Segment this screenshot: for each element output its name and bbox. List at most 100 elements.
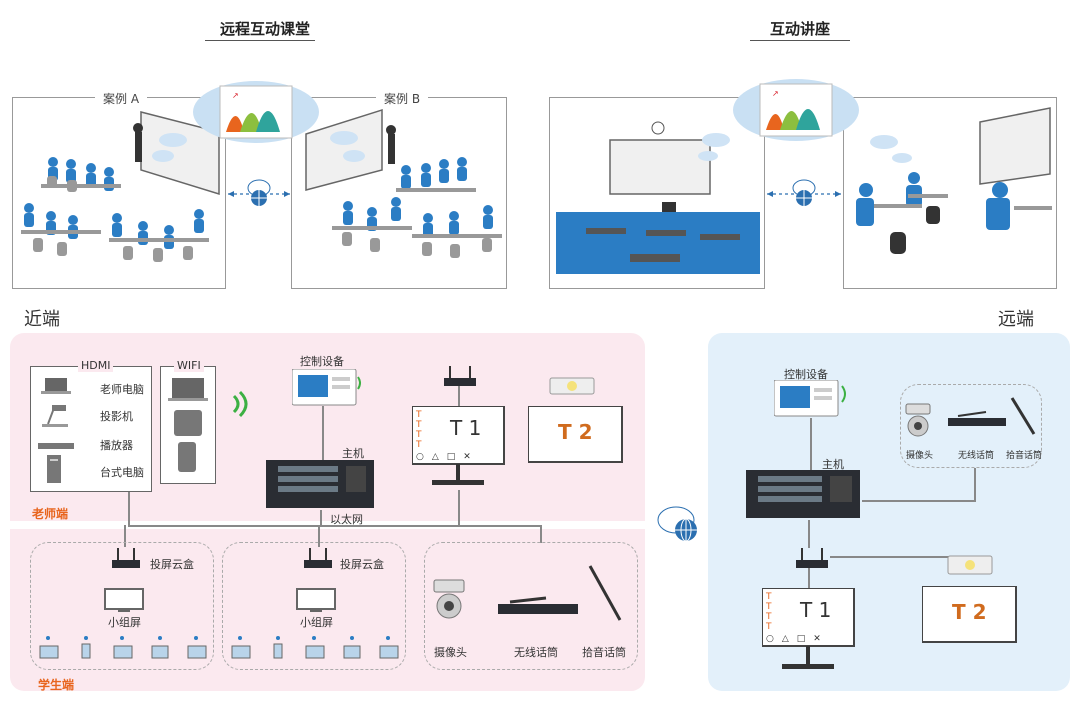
cloud-link-left bbox=[226, 176, 292, 212]
near-line-peripherals bbox=[540, 525, 542, 543]
far-t1-circle-icon: ○ bbox=[766, 634, 774, 644]
near-camera-label: 摄像头 bbox=[434, 646, 467, 659]
near-host-device bbox=[266, 460, 376, 514]
near-control-panel bbox=[291, 368, 364, 411]
left-title: 远程互动课堂 bbox=[219, 20, 310, 38]
far-pickup-mic-icon bbox=[1008, 394, 1038, 442]
hdmi-label: HDMI bbox=[78, 359, 114, 372]
right-title: 互动讲座 bbox=[769, 20, 830, 38]
cloud-link-right bbox=[765, 176, 843, 212]
near-line-control bbox=[322, 406, 324, 460]
far-host-label: 主机 bbox=[822, 458, 844, 471]
t1-tab-1: T bbox=[416, 410, 422, 420]
near-pickup-mic-icon bbox=[586, 562, 626, 630]
near-wireless-mic-icon bbox=[496, 594, 582, 622]
far-line-host-router bbox=[808, 520, 810, 548]
classroom-b-illustration bbox=[305, 108, 502, 258]
case-b-room bbox=[291, 97, 507, 289]
document-camera-icon bbox=[40, 402, 72, 432]
ethernet-label: 以太网 bbox=[330, 513, 363, 526]
near-control-label: 控制设备 bbox=[300, 355, 344, 368]
far-t1-tab-3: T bbox=[766, 612, 772, 622]
lecture-near-room bbox=[549, 97, 765, 289]
far-t1-text: T 1 bbox=[800, 598, 832, 622]
student-group-2 bbox=[222, 542, 406, 670]
group2-box-label: 投屏云盒 bbox=[340, 558, 384, 571]
desktop-pc-icon bbox=[44, 454, 66, 490]
far-t1-triangle-icon: △ bbox=[781, 634, 789, 644]
far-line-host-peripherals bbox=[862, 500, 976, 502]
far-control-panel bbox=[773, 379, 852, 422]
case-a-room bbox=[12, 97, 226, 289]
device-player: 播放器 bbox=[100, 439, 133, 452]
far-t1-screen: T T T T T 1 ○ △ □ ✕ bbox=[762, 588, 856, 672]
wifi-label: WIFI bbox=[174, 359, 204, 372]
t1-square-icon: □ bbox=[446, 452, 456, 462]
near-wireless-mic-label: 无线话筒 bbox=[514, 646, 558, 659]
device-teacher-pc: 老师电脑 bbox=[100, 383, 144, 396]
near-end-label: 近端 bbox=[24, 309, 60, 330]
far-t1-tab-2: T bbox=[766, 602, 772, 612]
far-end-label: 远端 bbox=[998, 309, 1034, 330]
near-line-group2 bbox=[318, 525, 320, 547]
student-group-1 bbox=[30, 542, 214, 670]
near-projector-icon bbox=[548, 374, 596, 402]
near-t1-text: T 1 bbox=[450, 416, 482, 440]
device-desktop-pc: 台式电脑 bbox=[100, 466, 144, 479]
near-camera-icon bbox=[432, 578, 468, 626]
far-pickup-mic-label: 拾音话筒 bbox=[1006, 451, 1043, 461]
group1-screen-label: 小组屏 bbox=[108, 616, 141, 629]
group1-student-devices bbox=[38, 634, 208, 668]
far-t2-text: T 2 bbox=[952, 600, 987, 624]
remote-students-illustration bbox=[856, 107, 1052, 254]
far-camera-label: 摄像头 bbox=[906, 451, 934, 461]
chart-bubble-right: ↗ bbox=[732, 78, 860, 142]
near-host-label: 主机 bbox=[342, 447, 364, 460]
group2-student-devices bbox=[230, 634, 400, 668]
near-t1-screen: T T T T T 1 ○ △ □ ✕ bbox=[412, 406, 506, 488]
far-t2-screen: T 2 bbox=[922, 586, 1018, 644]
near-t2-screen: T 2 bbox=[528, 406, 624, 464]
far-t1-tab-1: T bbox=[766, 592, 772, 602]
t1-tab-3: T bbox=[416, 430, 422, 440]
far-host-device bbox=[746, 470, 862, 524]
player-icon bbox=[38, 436, 76, 455]
internet-cloud-icon bbox=[654, 500, 704, 550]
right-title-underline bbox=[750, 40, 850, 41]
laptop-icon bbox=[40, 376, 72, 400]
far-control-label: 控制设备 bbox=[784, 368, 828, 381]
group2-screen-label: 小组屏 bbox=[300, 616, 333, 629]
device-projector: 投影机 bbox=[100, 410, 133, 423]
far-t1-tab-4: T bbox=[766, 622, 772, 632]
near-peripherals-group bbox=[424, 542, 638, 670]
far-t1-square-icon: □ bbox=[796, 634, 806, 644]
t1-tab-4: T bbox=[416, 440, 422, 450]
near-pickup-mic-label: 拾音话筒 bbox=[582, 646, 626, 659]
near-router-icon bbox=[440, 364, 480, 394]
group2-router-icon bbox=[300, 546, 336, 574]
case-b-label: 案例 B bbox=[376, 90, 429, 107]
teacher-zone-label: 老师端 bbox=[32, 507, 69, 521]
near-line-bus bbox=[128, 525, 541, 527]
near-line-group1 bbox=[124, 525, 126, 547]
far-peripherals-group bbox=[900, 384, 1042, 468]
far-wireless-mic-label: 无线话筒 bbox=[958, 451, 995, 461]
tablet-laptop-icon bbox=[166, 376, 210, 480]
case-a-label: 案例 A bbox=[95, 90, 148, 107]
far-wireless-mic-icon bbox=[946, 410, 1008, 432]
group1-box-label: 投屏云盒 bbox=[150, 558, 194, 571]
far-line-peripherals-drop bbox=[974, 468, 976, 502]
chart-bubble-left: ↗ bbox=[192, 80, 320, 144]
far-router-icon bbox=[792, 546, 832, 576]
t1-tab-2: T bbox=[416, 420, 422, 430]
near-line-devices bbox=[128, 492, 130, 526]
t1-triangle-icon: △ bbox=[431, 452, 439, 462]
group1-screen-icon bbox=[104, 588, 146, 618]
left-title-underline bbox=[205, 40, 315, 41]
svg-text:↗: ↗ bbox=[772, 89, 779, 98]
near-line-router bbox=[458, 386, 460, 406]
group2-screen-icon bbox=[296, 588, 338, 618]
far-t1-cross-icon: ✕ bbox=[813, 634, 821, 644]
far-projector-icon bbox=[946, 552, 994, 582]
group1-router-icon bbox=[108, 546, 144, 574]
